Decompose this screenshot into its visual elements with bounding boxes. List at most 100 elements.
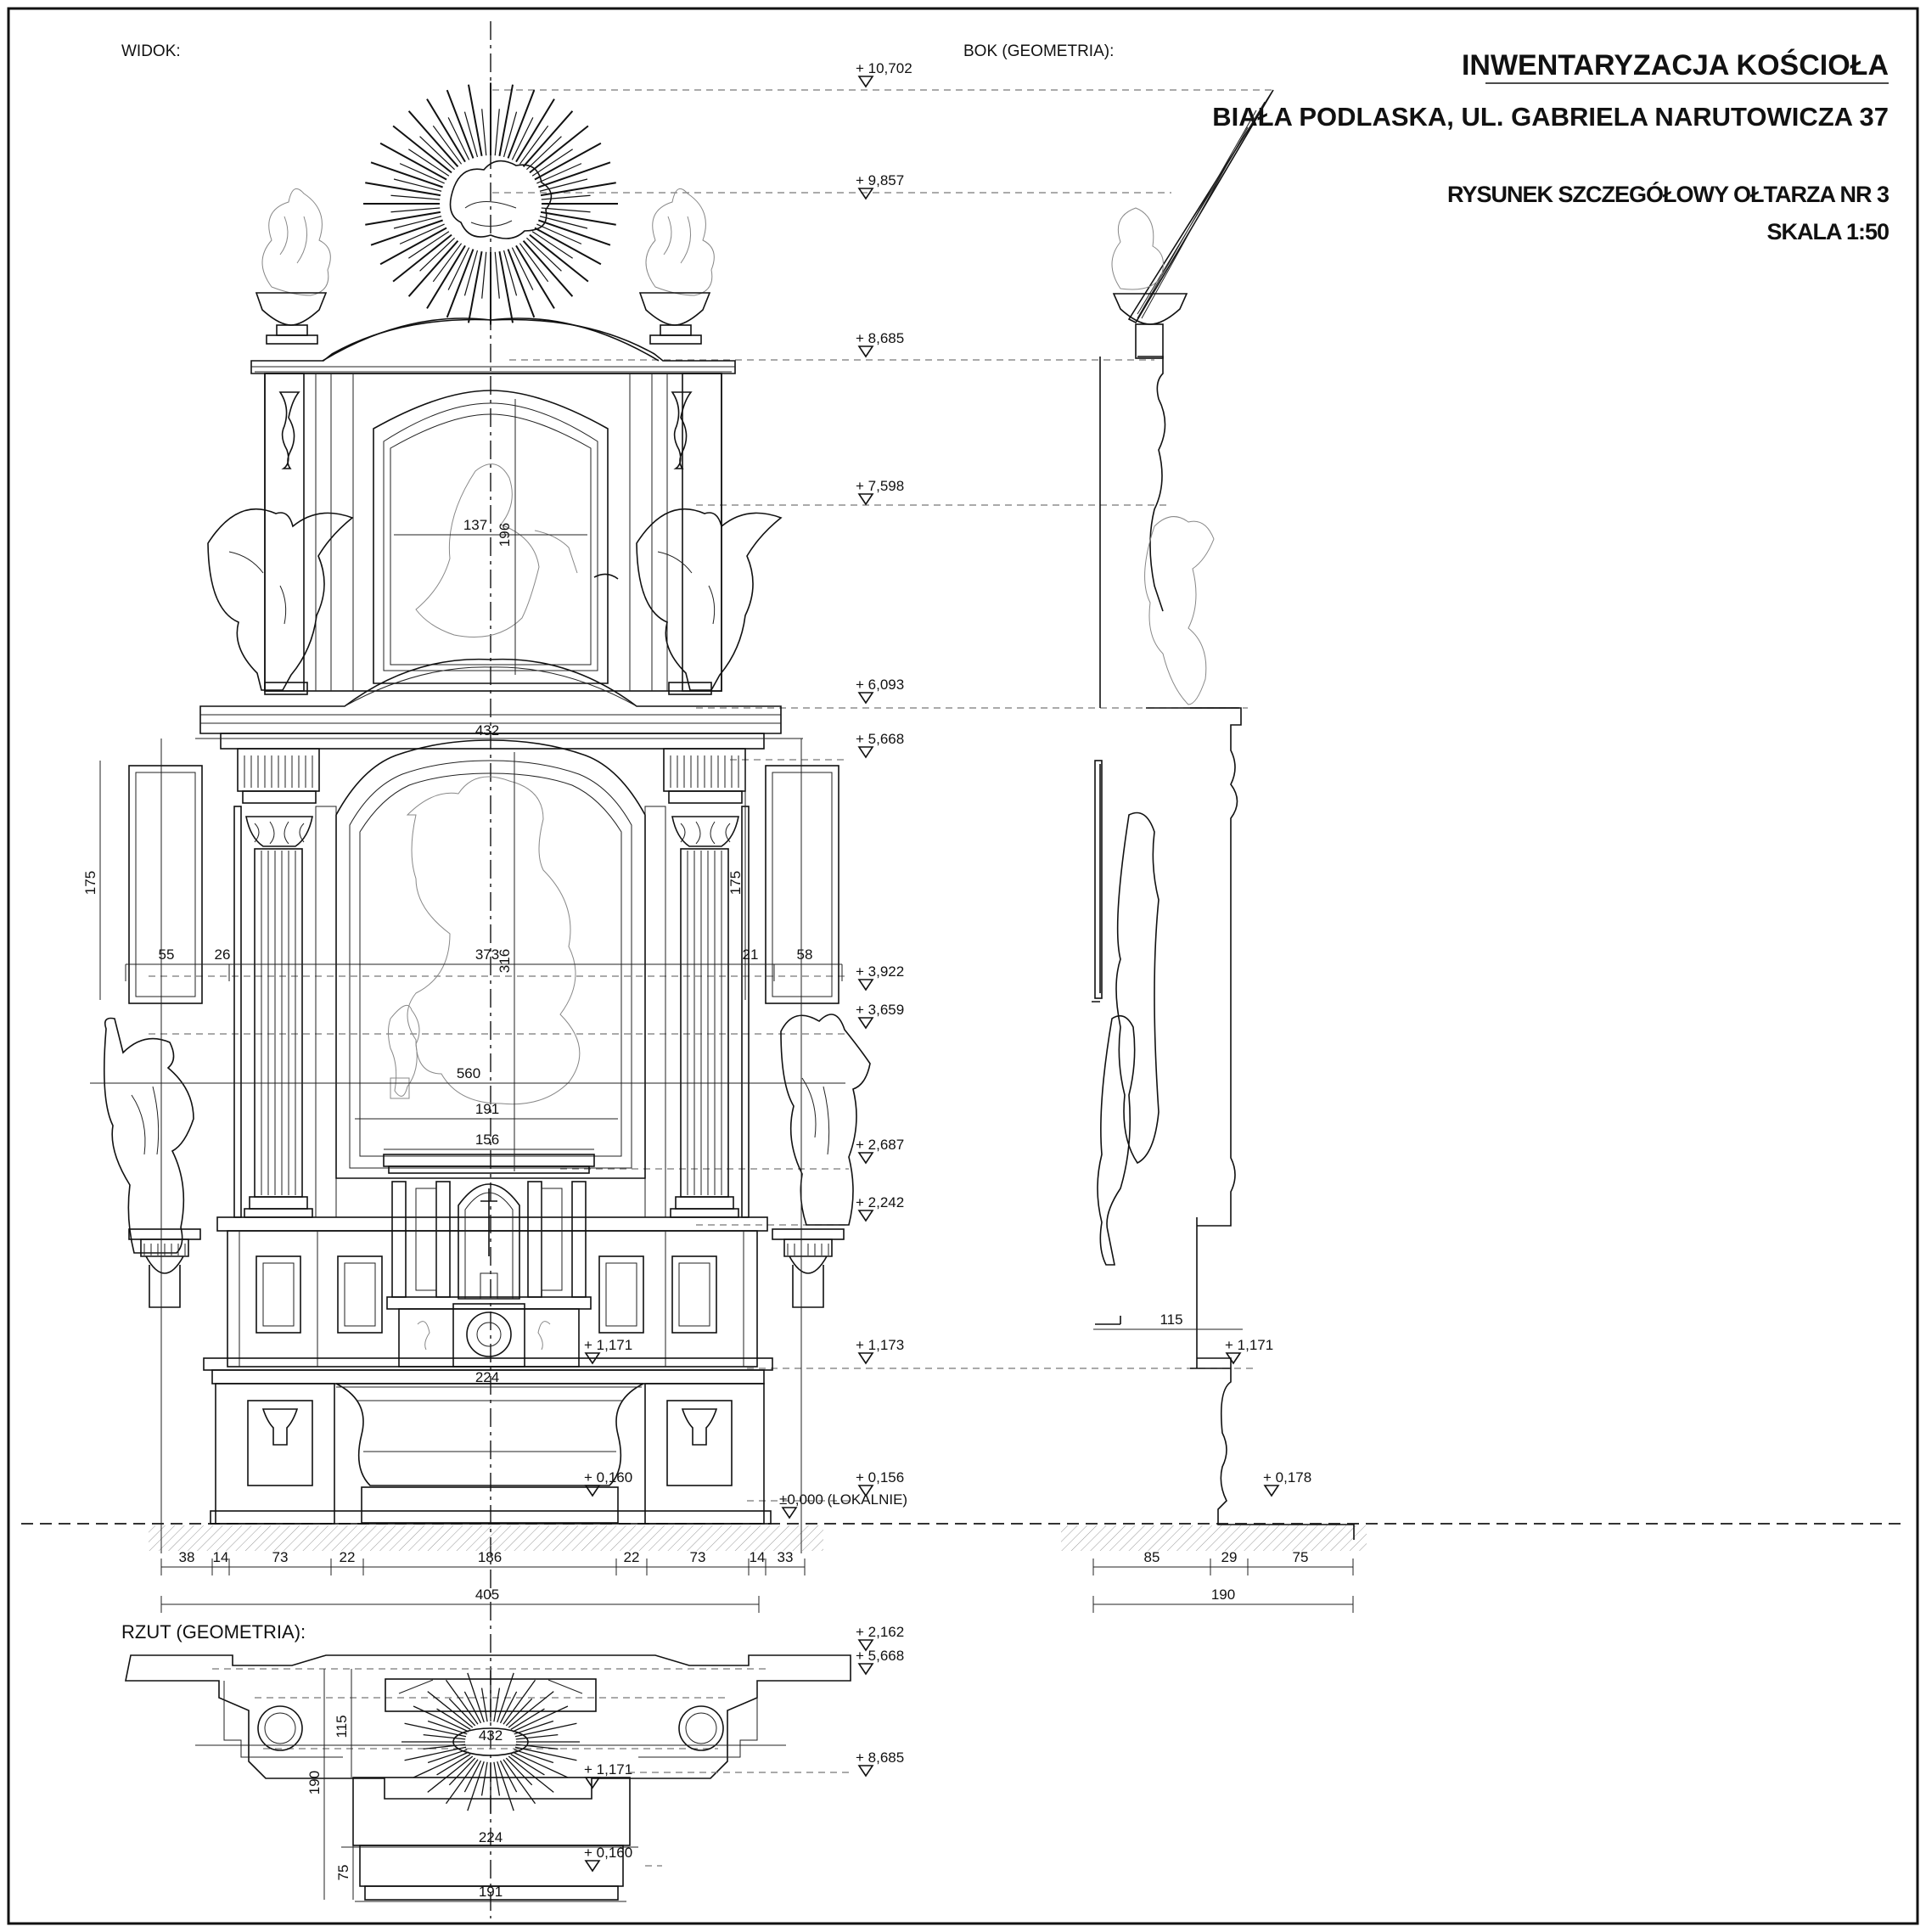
glory-ray [541, 194, 591, 200]
elev-marker-1171-front: + 1,171 [584, 1337, 632, 1365]
plan-glory-ray [515, 1733, 559, 1740]
glory-ray [539, 178, 588, 192]
right-column [670, 848, 739, 1218]
glory-ray [446, 89, 474, 159]
svg-text:+ 10,702: + 10,702 [856, 60, 912, 76]
glory-ray [467, 250, 483, 323]
svg-text:432: 432 [479, 1727, 503, 1744]
svg-text:58: 58 [797, 946, 813, 963]
plan-glory-ray [413, 1751, 469, 1778]
upper-storey: 137 196 [264, 373, 722, 692]
svg-text:+ 3,922: + 3,922 [856, 963, 904, 980]
altar-side-view: 115 85 29 75 190 [1092, 89, 1355, 1613]
plan-glory-ray [448, 1757, 476, 1786]
plan-glory-ray [514, 1720, 554, 1735]
glory-ray [541, 207, 591, 213]
plan-glory-ray [480, 1688, 488, 1722]
elev-marker-3922: + 3,922 [856, 963, 904, 991]
svg-text:+ 6,093: + 6,093 [856, 677, 904, 693]
glory-ray [463, 250, 479, 296]
glory-ray [419, 136, 455, 171]
svg-text:+ 8,685: + 8,685 [856, 330, 904, 346]
svg-text:190: 190 [1211, 1587, 1235, 1603]
drawing-name: RYSUNEK SZCZEGÓŁOWY OŁTARZA NR 3 [1447, 181, 1890, 207]
plan-glory-ray [508, 1755, 554, 1793]
svg-text:191: 191 [479, 1884, 503, 1900]
svg-text:316: 316 [497, 949, 513, 973]
bottom-dim-label: 14 [213, 1549, 229, 1565]
svg-text:+ 0,178: + 0,178 [1263, 1469, 1311, 1486]
plan-glory-ray [514, 1749, 554, 1764]
right-side-panel [765, 765, 839, 1004]
sheet-frame [7, 7, 1919, 1925]
glory-ray [365, 211, 441, 226]
plan-glory-ray [445, 1759, 479, 1805]
dim-upper-height: 196 [497, 523, 513, 547]
glory-ray [481, 109, 487, 156]
plan-glory-ray [445, 1679, 479, 1725]
svg-text:224: 224 [475, 1369, 499, 1385]
svg-text:+ 5,668: + 5,668 [856, 1648, 904, 1664]
svg-text:+ 7,598: + 7,598 [856, 478, 904, 494]
svg-text:+ 8,685: + 8,685 [856, 1749, 904, 1766]
svg-text:+ 5,668: + 5,668 [856, 731, 904, 747]
svg-text:224: 224 [479, 1829, 503, 1845]
glory-ray [511, 247, 534, 290]
glory-ray [538, 219, 611, 246]
glory-ray [463, 111, 479, 158]
plan-glory-ray [503, 1679, 536, 1725]
glory-ray [399, 223, 445, 244]
glory-ray [531, 149, 573, 177]
main-painting [335, 739, 646, 1179]
glory-ray [447, 117, 470, 160]
plan-glory-ray [512, 1705, 569, 1733]
plan-glory-ray [497, 1672, 514, 1723]
svg-text:175: 175 [82, 871, 98, 895]
plan-glory-ray [448, 1698, 476, 1727]
glory-ray [522, 110, 574, 167]
bottom-dim-label: 22 [340, 1549, 356, 1565]
plan-glory-ray [413, 1705, 469, 1733]
glory-ray [370, 161, 443, 188]
svg-text:115: 115 [1160, 1311, 1182, 1328]
right-saint-statue [772, 1014, 871, 1308]
glory-ray [515, 98, 555, 163]
glory-ray [503, 111, 518, 158]
glory-ray [511, 117, 534, 160]
plan-elev-8685: + 8,685 [856, 1749, 904, 1778]
plan-glory-ray [505, 1698, 533, 1727]
svg-text:+ 1,171: + 1,171 [1225, 1337, 1273, 1353]
plan-glory-ray [404, 1722, 467, 1738]
elev-marker-7598: + 7,598 [856, 478, 904, 506]
svg-text:+ 3,659: + 3,659 [856, 1002, 904, 1018]
glory-ray [408, 231, 450, 259]
elev-marker-2242: + 2,242 [856, 1194, 904, 1222]
left-column [244, 848, 313, 1218]
left-saint-statue [104, 1017, 201, 1308]
glory-ray [522, 240, 574, 297]
elev-marker-8685: + 8,685 [856, 330, 904, 358]
elev-marker-3659: + 3,659 [856, 1002, 904, 1030]
elev-marker-10702: + 10,702 [856, 60, 912, 88]
svg-text:191: 191 [475, 1101, 499, 1117]
plan-glory-ray [499, 1760, 518, 1793]
glory-ray [498, 84, 514, 157]
predella [216, 1216, 768, 1368]
elev-marker-1171-side: + 1,171 [1225, 1337, 1273, 1365]
left-upper-angel [207, 508, 354, 695]
glory-ray [519, 243, 549, 283]
elev-marker-2687: + 2,687 [856, 1137, 904, 1165]
plan-glory-ray [505, 1757, 533, 1786]
glory-ray [447, 247, 470, 290]
elev-marker-9857: + 9,857 [856, 172, 904, 200]
svg-text:+ 2,687: + 2,687 [856, 1137, 904, 1153]
bottom-dim-label: 22 [624, 1549, 640, 1565]
mensa [203, 1357, 773, 1525]
plan-glory-ray [427, 1720, 468, 1735]
plan-elev-1171: + 1,171 [584, 1761, 632, 1789]
plan-glory-ray [499, 1691, 518, 1724]
svg-text:29: 29 [1221, 1549, 1238, 1565]
svg-text:432: 432 [475, 722, 499, 739]
main-cornice [199, 658, 782, 734]
svg-text:+ 0,156: + 0,156 [856, 1469, 904, 1486]
